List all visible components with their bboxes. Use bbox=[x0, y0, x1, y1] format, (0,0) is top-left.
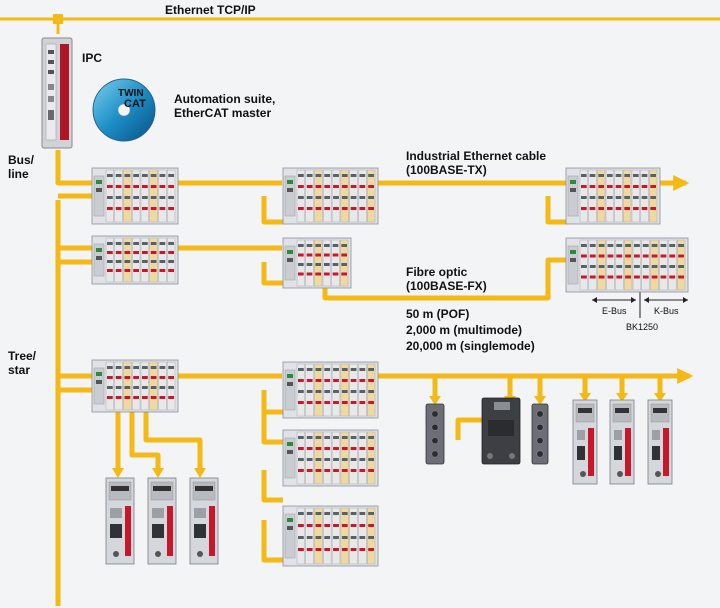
coupler-row3-a[interactable] bbox=[282, 361, 379, 419]
bus-wires bbox=[55, 150, 694, 606]
io-box-1[interactable] bbox=[425, 403, 445, 465]
ipc-icon[interactable] bbox=[41, 37, 73, 149]
distance-pof: 50 m (POF) bbox=[406, 307, 469, 321]
devices-layer bbox=[91, 167, 689, 567]
coupler-row3-c[interactable] bbox=[282, 505, 379, 567]
servo-drive-1[interactable] bbox=[105, 477, 135, 565]
coupler-tree-star[interactable] bbox=[91, 359, 179, 413]
distance-multimode: 2,000 m (multimode) bbox=[406, 323, 522, 337]
coupler-row1-a[interactable] bbox=[91, 167, 179, 225]
suite-label-2: EtherCAT master bbox=[174, 106, 271, 120]
io-box-2[interactable] bbox=[481, 397, 521, 465]
coupler-row2-b-fibre[interactable] bbox=[282, 237, 352, 289]
bk1250-coupler[interactable] bbox=[565, 237, 689, 293]
coupler-row2-a[interactable] bbox=[91, 235, 179, 285]
servo-drive-4[interactable] bbox=[572, 399, 598, 485]
fibre-label-2: (100BASE-FX) bbox=[406, 279, 487, 293]
ethernet-tcpip-line bbox=[0, 14, 720, 34]
fibre-label-1: Fibre optic bbox=[406, 265, 468, 279]
servo-drive-6[interactable] bbox=[647, 399, 673, 485]
bk1250-label: BK1250 bbox=[626, 322, 658, 332]
distance-singlemode: 20,000 m (singlemode) bbox=[406, 339, 535, 353]
disc-logo-twin: TWIN bbox=[118, 88, 144, 99]
tree-star-label-2: star bbox=[8, 363, 30, 377]
cable-label-1: Industrial Ethernet cable bbox=[406, 149, 546, 163]
coupler-row1-b[interactable] bbox=[282, 167, 379, 225]
tree-star-label-1: Tree/ bbox=[8, 349, 37, 363]
coupler-row3-b[interactable] bbox=[282, 429, 379, 487]
cable-label-2: (100BASE-TX) bbox=[406, 163, 487, 177]
bus-line-label-2: line bbox=[8, 167, 29, 181]
disc-logo-cat: CAT bbox=[124, 98, 146, 110]
software-cd-icon: TWIN CAT bbox=[92, 78, 156, 142]
suite-label-1: Automation suite, bbox=[174, 92, 275, 106]
io-box-3[interactable] bbox=[531, 403, 549, 465]
bus-line-label-1: Bus/ bbox=[8, 153, 35, 167]
servo-drive-2[interactable] bbox=[147, 477, 177, 565]
ebus-kbus-marker bbox=[592, 292, 688, 318]
coupler-row1-c[interactable] bbox=[565, 167, 661, 225]
ethernet-tcpip-label: Ethernet TCP/IP bbox=[165, 3, 256, 17]
ebus-label: E-Bus bbox=[602, 306, 627, 316]
servo-drive-3[interactable] bbox=[189, 477, 219, 565]
kbus-label: K-Bus bbox=[654, 306, 679, 316]
ipc-label: IPC bbox=[82, 51, 102, 65]
servo-drive-5[interactable] bbox=[609, 399, 635, 485]
